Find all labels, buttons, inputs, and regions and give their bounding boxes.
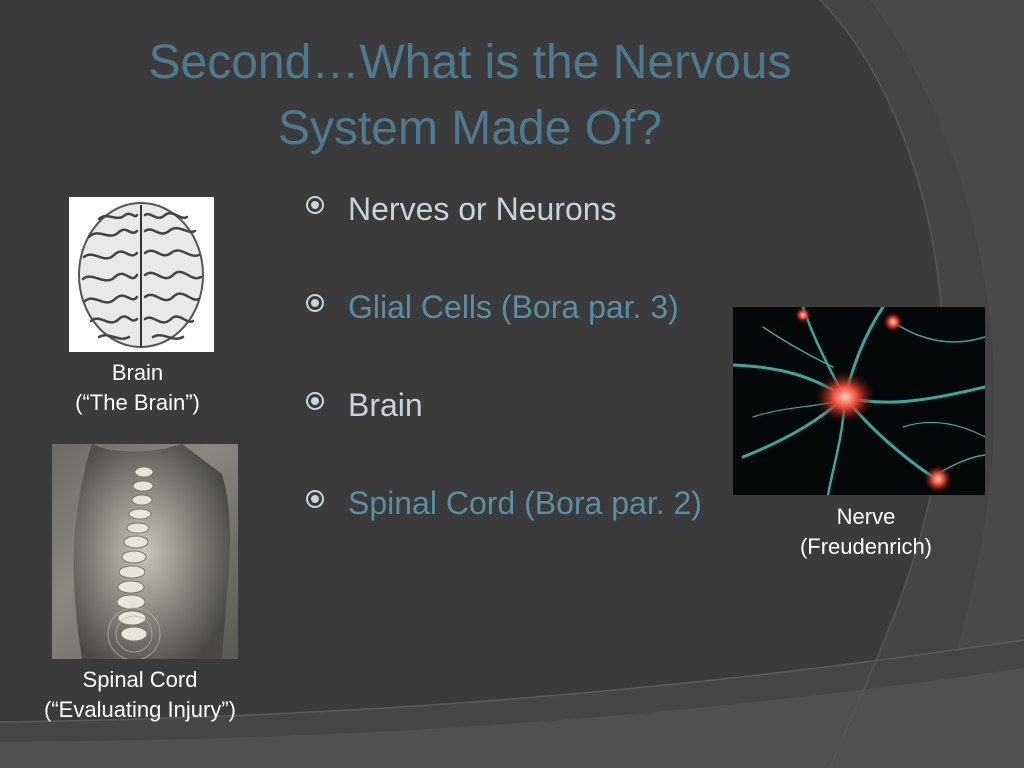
caption-line: Brain (111, 360, 164, 385)
bullet-glial-cells: Glial Cells (Bora par. 3) (305, 284, 705, 330)
bullet-spinal-cord: Spinal Cord (Bora par. 2) (305, 480, 705, 526)
bullet-list: Nerves or Neurons Glial Cells (Bora par.… (305, 186, 705, 526)
circle-bullet-icon (306, 490, 324, 508)
caption-line: Nerve (836, 504, 896, 529)
caption-line: Spinal Cord (82, 667, 198, 692)
bullet-text: Spinal Cord (Bora par. 2) (348, 485, 702, 521)
bullet-text: Glial Cells (Bora par. 3) (348, 289, 679, 325)
slide-title: Second…What is the Nervous System Made O… (60, 30, 880, 162)
circle-bullet-icon (306, 196, 324, 214)
spinal-cord-image (52, 444, 238, 659)
caption-line: (“The Brain”) (75, 390, 200, 415)
title-line-1: Second…What is the Nervous (148, 36, 792, 89)
bullet-text: Nerves or Neurons (348, 191, 617, 227)
circle-bullet-icon (306, 294, 324, 312)
caption-line: (Freudenrich) (799, 534, 933, 559)
caption-line: (“Evaluating Injury”) (44, 697, 236, 722)
spinal-cord-caption: Spinal Cord (“Evaluating Injury”) (20, 665, 260, 725)
title-line-2: System Made Of? (277, 102, 663, 155)
nerve-caption: Nerve (Freudenrich) (770, 502, 962, 562)
brain-caption: Brain (“The Brain”) (40, 358, 235, 418)
brain-image (69, 197, 214, 352)
nerve-image (733, 307, 985, 495)
bullet-text: Brain (348, 387, 423, 423)
bullet-brain: Brain (305, 382, 705, 428)
bullet-nerves: Nerves or Neurons (305, 186, 705, 232)
circle-bullet-icon (306, 392, 324, 410)
